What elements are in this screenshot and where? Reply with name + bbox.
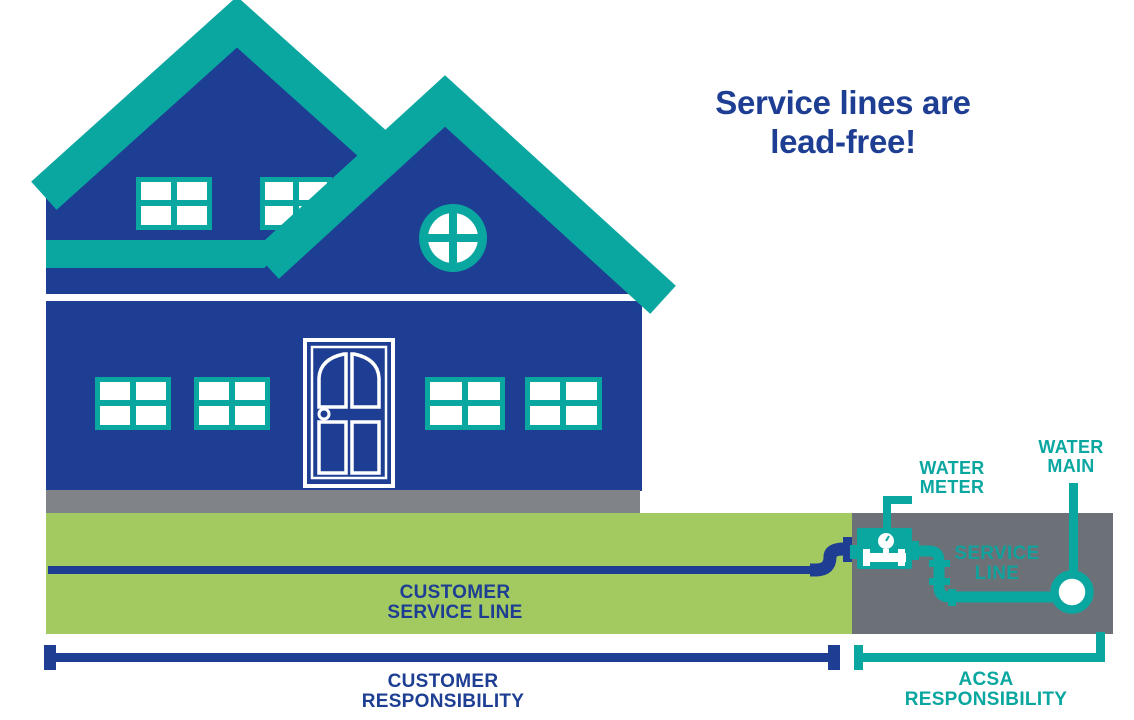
front-gable-wall <box>260 99 632 272</box>
page-title: Service lines are lead-free! <box>715 84 971 161</box>
service-line-label-line2: LINE <box>974 563 1020 585</box>
acsa-responsibility-label: ACSA RESPONSIBILITY <box>904 669 1068 711</box>
acsa-responsibility-label-line1: ACSA <box>958 669 1014 690</box>
water-main-label: WATER MAIN <box>1038 437 1104 477</box>
service-line-label-line1: SERVICE <box>954 543 1040 564</box>
acsa-responsibility-bracket <box>854 632 1105 670</box>
water-main-icon <box>1050 483 1094 614</box>
customer-responsibility-label-line1: CUSTOMER <box>387 671 499 692</box>
left-gable-roof <box>31 0 451 217</box>
water-meter-pointer <box>883 496 912 504</box>
title-line-1: Service lines are <box>715 84 971 121</box>
customer-responsibility-label-line2: RESPONSIBILITY <box>361 691 525 713</box>
water-main-label-line2: MAIN <box>1047 456 1095 477</box>
door-panel-top-right <box>350 352 381 409</box>
title-line-2: lead-free! <box>770 122 916 160</box>
window-1 <box>95 377 171 430</box>
door-panel-top-left <box>317 352 348 409</box>
door-panel-bottom-right <box>350 420 381 475</box>
customer-service-line-label: CUSTOMER SERVICE LINE <box>387 582 523 624</box>
water-main-label-line1: WATER <box>1038 437 1104 457</box>
customer-service-pipe-icon <box>48 537 852 577</box>
wall-trim <box>46 294 636 301</box>
house-illustration <box>31 0 676 513</box>
water-meter-label-line2: METER <box>919 477 985 498</box>
front-gable-roof <box>253 75 676 314</box>
water-meter-icon <box>850 496 919 569</box>
service-line-label: SERVICE LINE <box>954 543 1040 585</box>
water-meter-label-line1: WATER <box>919 458 985 478</box>
round-window <box>419 204 487 272</box>
door-knob <box>317 407 331 421</box>
window-4 <box>525 377 602 430</box>
foundation-strip <box>46 490 640 513</box>
customer-service-line-label-line1: CUSTOMER <box>399 582 511 603</box>
customer-responsibility-label: CUSTOMER RESPONSIBILITY <box>361 671 525 713</box>
water-main-pointer <box>1069 483 1078 573</box>
window-2 <box>194 377 270 430</box>
customer-service-line-label-line2: SERVICE LINE <box>387 602 523 624</box>
attic-window-left <box>136 177 212 230</box>
service-pipe-icon <box>919 545 1053 606</box>
front-door <box>303 338 395 488</box>
water-meter-pointer <box>883 496 891 532</box>
acsa-responsibility-label-line2: RESPONSIBILITY <box>904 689 1068 711</box>
customer-responsibility-bracket <box>44 645 840 670</box>
window-3 <box>425 377 505 430</box>
door-panel-bottom-left <box>317 420 348 475</box>
water-meter-label: WATER METER <box>919 458 985 498</box>
